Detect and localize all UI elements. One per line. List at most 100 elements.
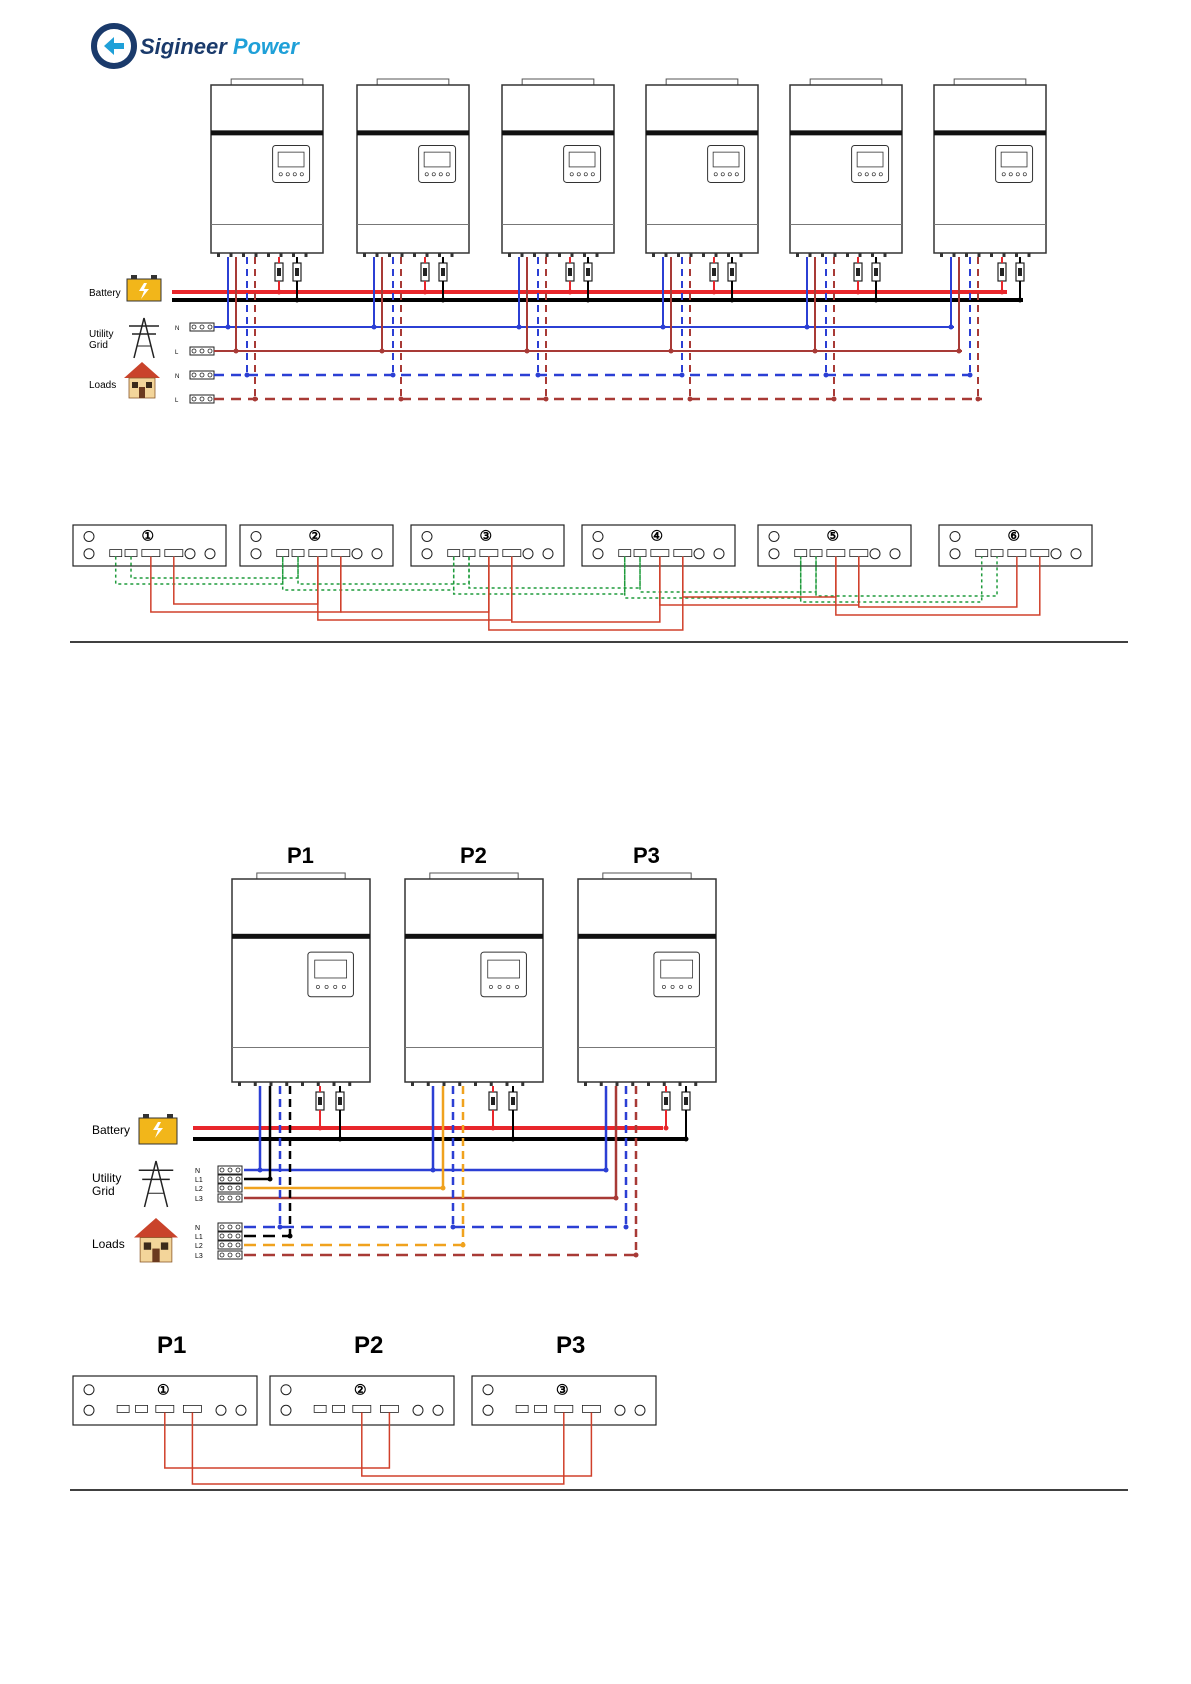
house-door — [152, 1249, 159, 1262]
parallel-port — [380, 1405, 398, 1412]
terminal-stub — [376, 253, 379, 257]
breaker-fuse-icon — [489, 1092, 497, 1110]
terminal-stub — [953, 253, 956, 257]
terminal-stub — [558, 253, 561, 257]
terminal-stub — [413, 253, 416, 257]
terminal-stub — [663, 1082, 666, 1086]
terminal-stub — [280, 253, 283, 257]
terminal-strip — [190, 371, 214, 379]
sync-port — [619, 550, 631, 557]
junction-dot — [976, 397, 981, 402]
terminal-stub — [1028, 253, 1031, 257]
house-door — [139, 387, 145, 398]
terminal-stub — [506, 1082, 509, 1086]
terminal-strip — [218, 1251, 242, 1259]
junction-dot — [805, 325, 810, 330]
lcd-screen — [488, 960, 520, 978]
fuse-core — [874, 268, 878, 276]
breaker-fuse-icon — [728, 263, 736, 281]
terminal-strip — [190, 323, 214, 331]
terminal-block — [218, 1223, 242, 1231]
inverter-top-band — [578, 934, 716, 939]
junction-dot — [491, 1126, 496, 1131]
terminal-stub — [411, 1082, 414, 1086]
terminal-block — [190, 323, 214, 331]
sync-port — [991, 550, 1003, 557]
parallel-port — [353, 1405, 371, 1412]
breaker-fuse-icon — [566, 263, 574, 281]
terminal-strip — [218, 1232, 242, 1240]
inverter-top-band — [934, 130, 1046, 135]
terminal-stub — [727, 253, 730, 257]
unit-number: ① — [142, 528, 155, 544]
terminal-stub — [255, 253, 258, 257]
phase-label: L1 — [195, 1234, 203, 1241]
breaker-fuse-icon — [998, 263, 1006, 281]
terminal-block — [190, 347, 214, 355]
brand-logo: Sigineer Power — [94, 26, 300, 66]
terminal-block — [190, 371, 214, 379]
fuse-core — [684, 1097, 688, 1105]
battery-icon — [139, 1114, 177, 1144]
junction-dot — [391, 373, 396, 378]
terminal-stub — [238, 1082, 241, 1086]
terminal-stub — [427, 1082, 430, 1086]
terminal-stub — [859, 253, 862, 257]
junction-dot — [624, 1225, 629, 1230]
junction-dot — [441, 1186, 446, 1191]
battery-label: Battery — [92, 1123, 130, 1137]
unit-number: ① — [157, 1382, 170, 1398]
junction-dot — [277, 290, 282, 295]
parallel-port — [309, 550, 327, 557]
terminal-stub — [809, 253, 812, 257]
junction-dot — [295, 298, 300, 303]
utility-tower-icon — [139, 1161, 174, 1207]
utility-label: Utility — [92, 1171, 121, 1185]
unit-number: ⑤ — [827, 528, 840, 544]
terminal-strip — [218, 1241, 242, 1249]
junction-dot — [253, 397, 258, 402]
unit-number: ⑥ — [1008, 528, 1021, 544]
comm-panel: ④ — [582, 525, 735, 566]
junction-dot — [712, 290, 717, 295]
unit-number: ③ — [556, 1382, 569, 1398]
terminal-stub — [965, 253, 968, 257]
junction-dot — [258, 1168, 263, 1173]
terminal-stub — [426, 253, 429, 257]
sync-port — [333, 1405, 345, 1412]
comm-panel: ⑤ — [758, 525, 911, 566]
junction-dot — [568, 290, 573, 295]
unit-number: ③ — [480, 528, 493, 544]
inverter-unit — [211, 79, 323, 257]
terminal-stub — [871, 253, 874, 257]
terminal-stub — [333, 1082, 336, 1086]
breaker-fuse-icon — [710, 263, 718, 281]
house-roof — [134, 1218, 178, 1238]
junction-dot — [1000, 290, 1005, 295]
battery-label: Battery — [89, 288, 121, 299]
parallel-port — [142, 550, 160, 557]
fuse-core — [338, 1097, 342, 1105]
junction-dot — [684, 1137, 689, 1142]
breaker-fuse-icon — [662, 1092, 670, 1110]
junction-dot — [517, 325, 522, 330]
terminal-stub — [388, 253, 391, 257]
battery-terminal-pos — [131, 275, 137, 279]
parallel-port — [582, 1405, 600, 1412]
breaker-fuse-icon — [584, 263, 592, 281]
breaker-fuse-icon — [682, 1092, 690, 1110]
junction-dot — [431, 1168, 436, 1173]
unit-number: ② — [354, 1382, 367, 1398]
terminal-stub — [583, 253, 586, 257]
house-icon — [134, 1218, 178, 1262]
breaker-fuse-icon — [1016, 263, 1024, 281]
terminal-stub — [600, 1082, 603, 1086]
fuse-core — [318, 1097, 322, 1105]
terminal-stub — [305, 253, 308, 257]
terminal-stub — [821, 253, 824, 257]
terminal-stub — [401, 253, 404, 257]
terminal-strip — [190, 347, 214, 355]
junction-dot — [586, 298, 591, 303]
breaker-fuse-icon — [854, 263, 862, 281]
terminal-stub — [846, 253, 849, 257]
